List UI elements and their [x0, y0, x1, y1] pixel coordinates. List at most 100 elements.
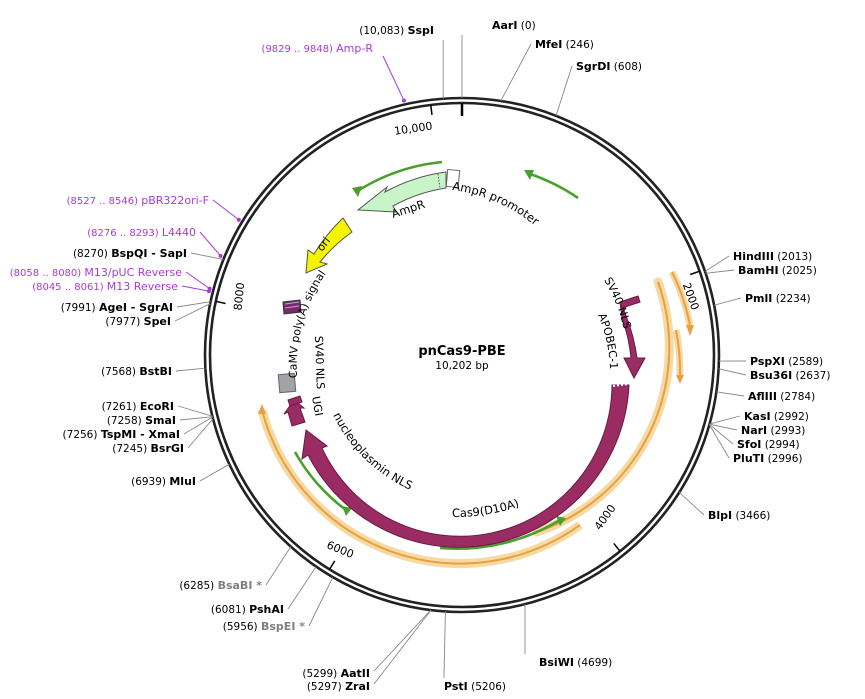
site-position: (7261) [102, 401, 140, 413]
cmv-polya-stripes [284, 301, 300, 309]
site-name: NarI [741, 424, 767, 437]
primer-name: L4440 [162, 226, 196, 239]
site-name: ZraI [345, 680, 370, 693]
site-name: SgrDI [576, 60, 610, 73]
site-name: PluTI [733, 452, 764, 465]
green-arrow-top-left [355, 160, 443, 194]
restriction-site-label: (6285) BsaBI * [179, 579, 262, 592]
tick-label: 8000 [231, 282, 247, 311]
site-position: (7977) [105, 316, 143, 328]
site-leader-line [199, 463, 230, 482]
green-arrowhead-bottom-left [342, 506, 352, 516]
site-position: (6081) [211, 604, 249, 616]
orf-arc-right-outer-line [671, 271, 691, 326]
primer-marker [206, 289, 211, 294]
primer-marker [401, 98, 406, 103]
ugi-feature [283, 399, 306, 427]
site-position: (5299) [302, 668, 340, 680]
cas9-feature [301, 384, 630, 548]
restriction-site-label: (6081) PshAI [211, 603, 284, 616]
site-name: SpeI [144, 315, 171, 328]
restriction-site-label: (5299) AatII [302, 667, 370, 680]
restriction-site-label: (7256) TspMI - XmaI [63, 428, 180, 441]
site-leader-line [373, 609, 432, 672]
site-name: BsaBI * [218, 579, 263, 592]
site-position: (5297) [307, 681, 345, 693]
green-arrow-bottom-right [439, 518, 561, 550]
primer-name: Amp-R [336, 42, 373, 55]
site-position: (246) [562, 39, 594, 51]
restriction-site-label: BlpI (3466) [708, 509, 770, 522]
ampr-feature [356, 171, 447, 213]
primer-range: (8058 .. 8080) [10, 268, 85, 279]
site-position: (5206) [468, 681, 506, 693]
primer-label: (8045 .. 8061) M13 Reverse [32, 280, 178, 293]
site-name: Bsu36I [750, 369, 792, 382]
site-name: AgeI - SgrAI [99, 301, 173, 314]
site-leader-line [183, 416, 213, 435]
site-name: BsiWI [539, 656, 574, 669]
site-name: AarI [492, 19, 517, 32]
restriction-site-label: BamHI (2025) [738, 264, 817, 277]
site-name: AflIII [748, 390, 777, 403]
site-position: (7568) [101, 366, 139, 378]
tick-mark [689, 270, 700, 276]
site-name: SfoI [737, 438, 761, 451]
site-name: BsrGI [151, 442, 184, 455]
restriction-site-label: (7568) BstBI [101, 365, 172, 378]
site-name: BspQI - SapI [111, 247, 187, 260]
site-leader-line [709, 415, 741, 425]
site-leader-line [709, 423, 734, 445]
restriction-site-label: PstI (5206) [444, 680, 506, 693]
restriction-site-label: KasI (2992) [744, 410, 809, 423]
tick-mark [328, 560, 336, 570]
site-name: BspEI * [261, 620, 305, 633]
orf-arrowhead-right-inner [676, 375, 684, 384]
site-leader-line [177, 405, 213, 417]
primer-marker [236, 217, 241, 222]
site-leader-line [708, 424, 730, 459]
sv40-nls-left-label: SV40 NLS [312, 336, 327, 390]
site-leader-line [555, 65, 573, 116]
site-position: (2996) [764, 453, 802, 465]
green-arrowhead-top-right [524, 170, 534, 180]
primer-label: (8527 .. 8546) pBR322ori-F [67, 194, 209, 207]
primer-leader-line [212, 199, 240, 221]
green-arrow-bottom-left [293, 451, 347, 512]
ugi-label: UGI [309, 395, 325, 417]
tick-label: 4000 [592, 502, 619, 532]
site-position: (7258) [107, 415, 145, 427]
restriction-site-label: PmlI (2234) [745, 292, 811, 305]
restriction-site-label: NarI (2993) [741, 424, 805, 437]
restriction-site-label: (5956) BspEI * [223, 620, 306, 633]
site-position: (10,083) [359, 25, 407, 37]
site-name: TspMI - XmaI [101, 428, 180, 441]
orf-arc-bottom [261, 409, 581, 565]
primer-leader-line [382, 55, 405, 101]
ampr-stripes [437, 173, 441, 189]
restriction-site-label: (8270) BspQI - SapI [73, 247, 187, 260]
plasmid-size: 10,202 bp [435, 360, 489, 372]
primer-range: (8527 .. 8546) [67, 196, 142, 207]
restriction-site-label: PluTI (2996) [733, 452, 803, 465]
sv40-nls-right-feature [619, 295, 641, 309]
site-leader-line [308, 576, 334, 627]
site-leader-line [265, 546, 292, 586]
primer-label: (8058 .. 8080) M13/pUC Reverse [10, 266, 182, 279]
primer-label: (9829 .. 9848) Amp-R [262, 42, 374, 55]
restriction-site-label: (7991) AgeI - SgrAI [61, 301, 173, 314]
site-name: BamHI [738, 264, 779, 277]
restriction-site-label: SfoI (2994) [737, 438, 800, 451]
restriction-site-label: BsiWI (4699) [539, 656, 612, 669]
site-name: SmaI [145, 414, 176, 427]
restriction-site-group: AarI (0)MfeI (246)SgrDI (608)HindIII (20… [61, 19, 831, 693]
primer-name: pBR322ori-F [141, 194, 209, 207]
site-leader-line [500, 43, 532, 102]
site-leader-line [704, 255, 730, 272]
site-position: (2784) [777, 391, 815, 403]
site-position: (2992) [771, 411, 809, 423]
apobec-label: APOBEC-1 [595, 311, 620, 369]
site-name: HindIII [733, 250, 774, 263]
tick-label: 6000 [325, 538, 356, 561]
site-leader-line [179, 416, 213, 421]
